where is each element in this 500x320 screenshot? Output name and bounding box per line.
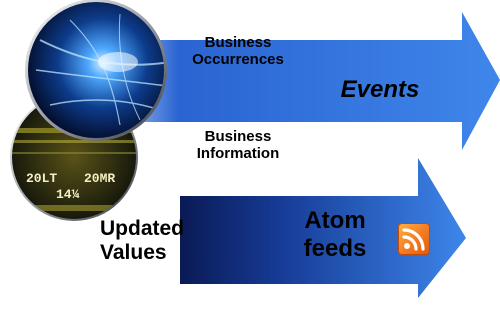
- ticker-text: 20MR: [84, 171, 115, 186]
- atom-feeds-label: Atom feeds: [280, 207, 390, 262]
- globe-sphere-icon: [25, 0, 167, 141]
- business-occurrences-line2: Occurrences: [192, 51, 284, 69]
- business-occurrences-line1: Business: [204, 34, 272, 51]
- business-information-line2: Information: [196, 145, 280, 163]
- business-information-label: Business Information: [158, 128, 318, 163]
- atom-feeds-line1: Atom: [304, 207, 366, 234]
- rss-feed-icon: [398, 223, 430, 255]
- atom-feeds-line2: feeds: [303, 234, 367, 262]
- upper-arrow: [108, 12, 500, 150]
- ticker-text: 14¼: [56, 187, 80, 202]
- business-occurrences-label: Business Occurrences: [158, 34, 318, 69]
- business-information-line1: Business: [204, 128, 272, 145]
- events-label: Events: [340, 76, 420, 103]
- updated-values-label: Updated Values: [100, 217, 220, 265]
- lower-arrow: [180, 158, 466, 298]
- updated-values-line1: Updated: [100, 217, 184, 240]
- updated-values-line2: Values: [100, 241, 167, 265]
- ticker-text: 20LT: [26, 171, 57, 186]
